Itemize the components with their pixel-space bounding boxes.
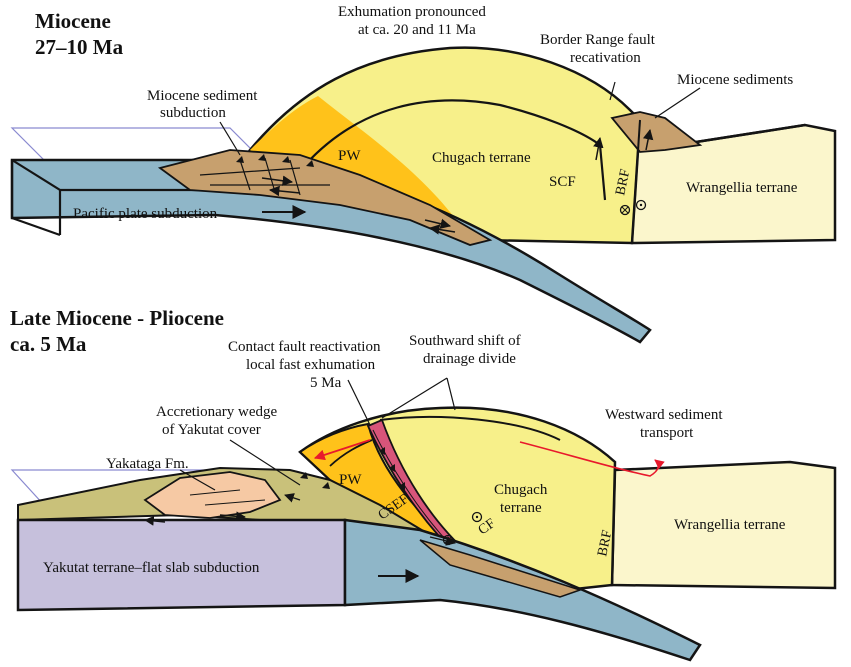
miocene-sediments-label: Miocene sediments xyxy=(677,72,793,88)
wedge-label-1: Accretionary wedge xyxy=(156,404,278,420)
chugach-label-bottom-2: terrane xyxy=(500,500,542,516)
yakataga-label: Yakataga Fm. xyxy=(106,456,189,472)
contact-fault-label-3: 5 Ma xyxy=(310,375,342,391)
panel-late-miocene: Late Miocene - Pliocene ca. 5 Ma Contact… xyxy=(10,306,835,660)
pw-label-top: PW xyxy=(338,148,361,164)
exhumation-label-2: at ca. 20 and 11 Ma xyxy=(358,22,476,38)
panel-miocene: Miocene 27–10 Ma Exhumation pronounced a… xyxy=(12,4,835,342)
pw-label-bottom: PW xyxy=(339,472,362,488)
chugach-label-bottom-1: Chugach xyxy=(494,482,548,498)
pacific-plate-label: Pacific plate subduction xyxy=(73,206,218,222)
yakutat-label: Yakutat terrane–flat slab subduction xyxy=(43,560,260,576)
wrangellia-label-bottom: Wrangellia terrane xyxy=(674,517,786,533)
scf-label: SCF xyxy=(549,174,576,190)
westward-label-1: Westward sediment xyxy=(605,407,723,423)
westward-label-2: transport xyxy=(640,425,694,441)
panel-title-bottom-1: Late Miocene - Pliocene xyxy=(10,306,224,330)
panel-title-bottom-2: ca. 5 Ma xyxy=(10,332,87,356)
drainage-label-2: drainage divide xyxy=(423,351,516,367)
wedge-label-2: of Yakutat cover xyxy=(162,422,261,438)
border-range-label-1: Border Range fault xyxy=(540,32,656,48)
drainage-label-1: Southward shift of xyxy=(409,333,521,349)
panel-title-line1: Miocene xyxy=(35,9,111,33)
exhumation-label-1: Exhumation pronounced xyxy=(338,4,486,20)
chugach-label-top: Chugach terrane xyxy=(432,150,531,166)
panel-title-line2: 27–10 Ma xyxy=(35,35,124,59)
wrangellia-label-top: Wrangellia terrane xyxy=(686,180,798,196)
miocene-subduction-label-1: Miocene sediment xyxy=(147,88,258,104)
miocene-subduction-label-2: subduction xyxy=(160,105,226,121)
contact-fault-label-2: local fast exhumation xyxy=(246,357,376,373)
contact-fault-label-1: Contact fault reactivation xyxy=(228,339,381,355)
border-range-label-2: recativation xyxy=(570,50,641,66)
